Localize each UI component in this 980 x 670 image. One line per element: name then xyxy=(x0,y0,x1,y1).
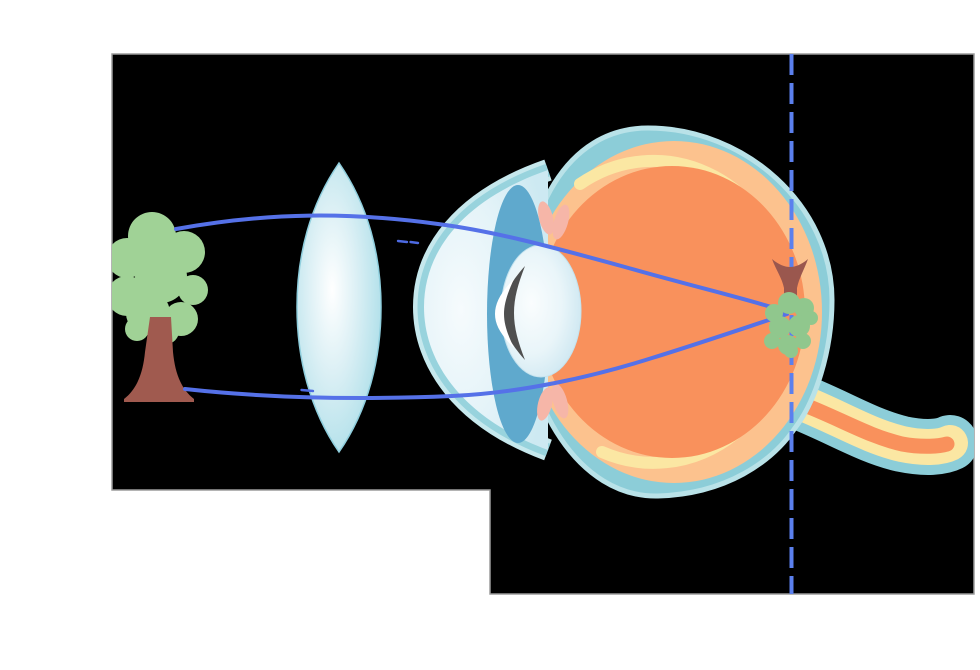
tree-foliage xyxy=(112,212,208,344)
ciliary-body xyxy=(537,201,570,421)
vitreous xyxy=(539,166,805,458)
distant-tree xyxy=(112,212,208,402)
retinal-image xyxy=(764,259,818,358)
optic-nerve xyxy=(772,374,974,475)
light-rays xyxy=(174,213,789,400)
light-ray-upper xyxy=(174,213,789,314)
light-ray-lower xyxy=(183,312,789,400)
pupil-highlight xyxy=(495,279,514,348)
tree-trunk xyxy=(124,317,194,402)
corrective-lens xyxy=(296,161,382,454)
retinal-image-foliage xyxy=(764,292,818,358)
stray-dashes xyxy=(300,239,420,393)
retinal-image-trunk xyxy=(772,259,808,304)
pupil xyxy=(502,266,525,360)
eyeball xyxy=(520,125,835,499)
